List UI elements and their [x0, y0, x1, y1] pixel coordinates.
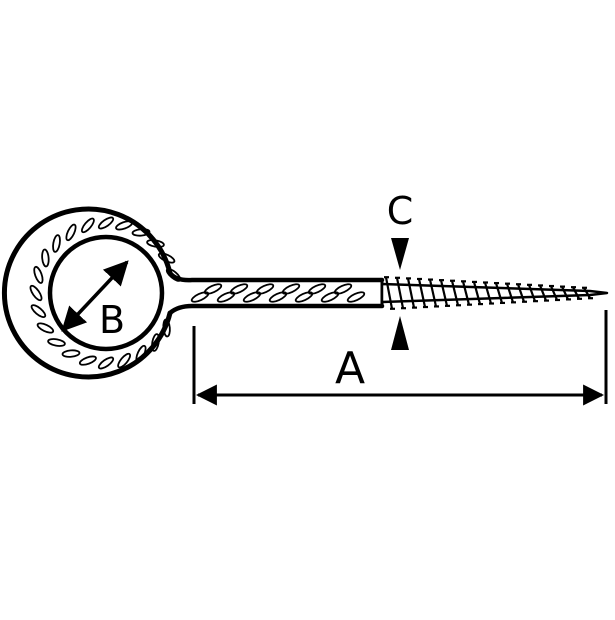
- thread-tooth: [583, 287, 591, 299]
- ring-leaf: [47, 338, 66, 347]
- thread-tooth: [527, 284, 537, 302]
- thread-tooth: [516, 283, 526, 303]
- screw-shank: [167, 270, 385, 316]
- thread-teeth: [384, 276, 593, 310]
- thread-tooth: [549, 285, 559, 301]
- thread-tooth: [395, 277, 405, 309]
- thread-tooth: [472, 281, 482, 305]
- thread-core: [380, 282, 609, 304]
- shank-leaf: [294, 291, 314, 303]
- thread-tooth: [561, 286, 569, 300]
- ring-leaf: [146, 239, 165, 248]
- shank-leaf: [307, 283, 327, 295]
- shank-bottom-edge: [167, 303, 385, 316]
- shank-leaf: [268, 291, 288, 303]
- thread-tooth: [483, 282, 493, 304]
- ring-leaf: [61, 349, 81, 358]
- dimension-a-label: A: [335, 343, 365, 394]
- shank-knurl-texture: [190, 283, 366, 303]
- ring-leaf: [65, 223, 77, 242]
- thread-tooth: [494, 282, 504, 304]
- dimension-b-label: B: [99, 298, 125, 342]
- thread-tooth: [450, 280, 460, 306]
- thread-tooth: [428, 279, 438, 307]
- shank-leaf: [242, 291, 262, 303]
- thread-tooth: [417, 278, 427, 308]
- eye-ring-inner: [47, 234, 165, 352]
- ring-leaf: [81, 217, 95, 234]
- ring-leaf: [29, 284, 43, 302]
- thread-tooth: [439, 279, 449, 307]
- ring-leaf: [151, 333, 160, 352]
- shank-leaf: [346, 291, 366, 303]
- ring-leaf: [36, 322, 55, 334]
- thread-tooth: [538, 285, 548, 301]
- thread-tooth: [461, 281, 471, 305]
- thread-tooth: [406, 278, 416, 308]
- ring-leaf: [97, 356, 115, 370]
- thread-tooth: [505, 283, 515, 303]
- ring-leaf: [30, 304, 47, 318]
- shank-leaf: [190, 291, 210, 303]
- dimension-c-arrow-top: [391, 238, 409, 270]
- thread-tooth: [384, 277, 394, 309]
- shank-leaf: [216, 291, 236, 303]
- shank-leaf: [255, 283, 275, 295]
- shank-leaf: [320, 291, 340, 303]
- shank-leaf: [203, 283, 223, 295]
- ring-leaf: [131, 228, 151, 237]
- dimension-c: C: [387, 189, 414, 350]
- screw-thread: [380, 276, 609, 310]
- ring-leaf: [41, 248, 50, 268]
- ring-leaf: [157, 252, 176, 264]
- shank-leaf: [229, 283, 249, 295]
- ring-leaf: [162, 318, 171, 338]
- shank-leaf: [333, 283, 353, 295]
- ring-leaf: [115, 220, 134, 231]
- eye-ring-knurl-texture: [29, 216, 182, 370]
- ring-leaf: [117, 352, 131, 369]
- eye-ring-outline: [1, 206, 173, 380]
- dimension-c-label: C: [387, 189, 414, 233]
- ring-leaf: [33, 265, 44, 284]
- shank-leaf: [281, 283, 301, 295]
- ring-leaf: [52, 234, 61, 253]
- shank-top-edge: [167, 270, 385, 283]
- ring-leaf: [135, 344, 147, 363]
- ring-leaf: [97, 216, 115, 230]
- dimension-b-line: [61, 260, 129, 332]
- thread-tooth: [572, 286, 580, 300]
- ring-leaf: [78, 355, 97, 366]
- dimension-c-arrow-bottom: [391, 316, 409, 350]
- eye-ring: [1, 206, 182, 380]
- dimension-a: A: [192, 310, 608, 406]
- dimension-b: B: [61, 260, 129, 342]
